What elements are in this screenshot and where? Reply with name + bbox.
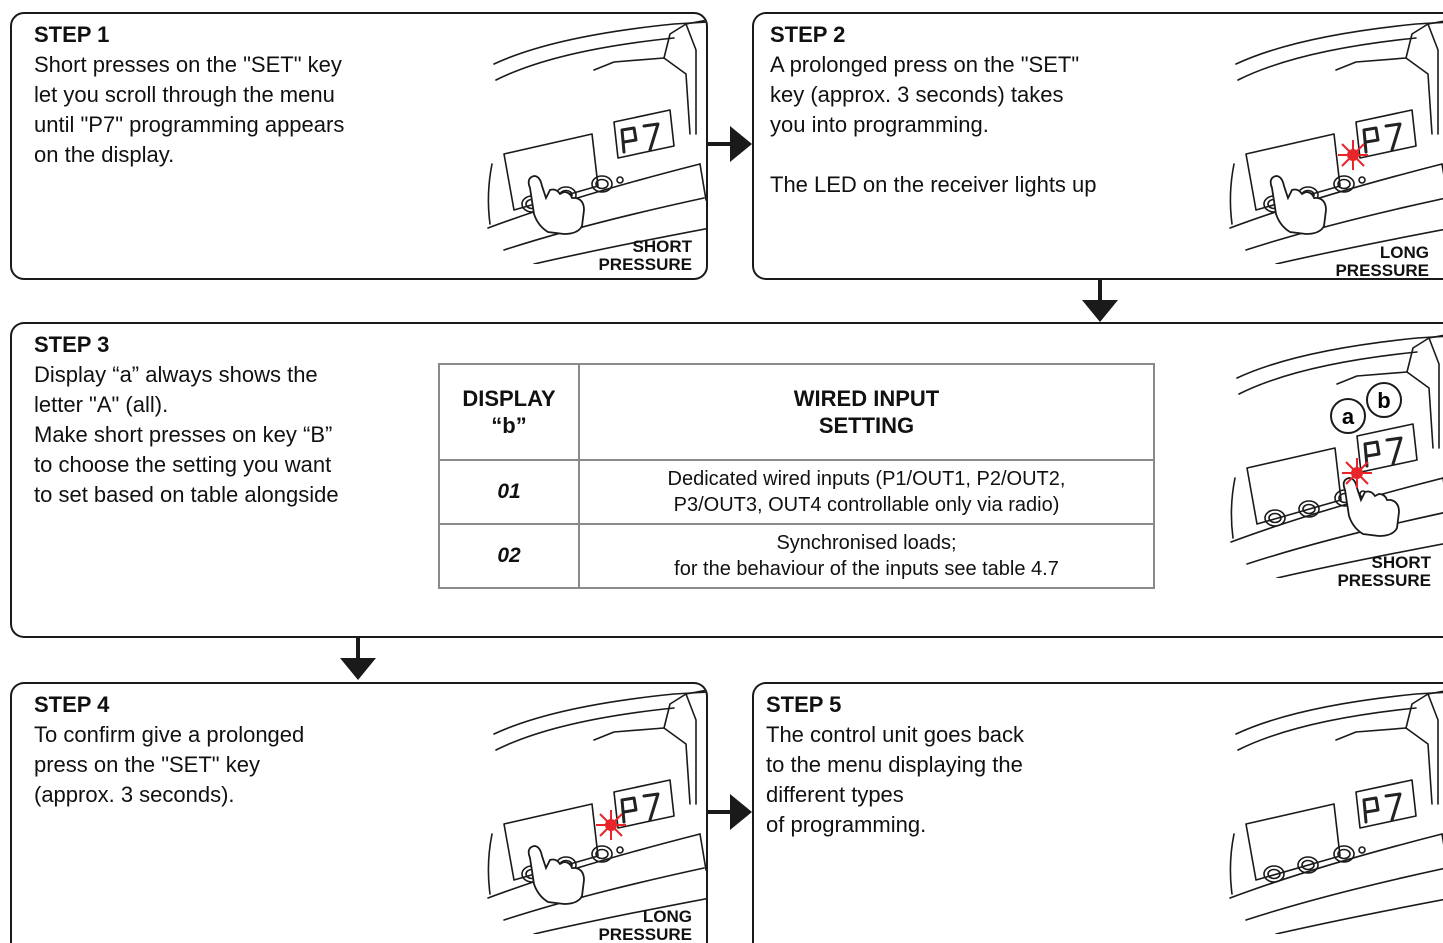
led-glow-icon xyxy=(596,810,626,840)
table-row: 02 Synchronised loads; for the behaviour… xyxy=(438,523,1155,589)
press-type-label: LONG PRESSURE xyxy=(598,907,692,943)
hand-pointer-icon xyxy=(1269,175,1327,235)
arrow-down-icon xyxy=(340,638,376,680)
arrow-right-icon xyxy=(708,126,752,162)
step-title: STEP 5 xyxy=(766,692,842,717)
table-row: 01 Dedicated wired inputs (P1/OUT1, P2/O… xyxy=(438,459,1155,525)
step-description: To confirm give a prolonged press on the… xyxy=(34,722,305,807)
hand-pointer-icon xyxy=(527,175,585,235)
table-cell-code: 01 xyxy=(438,459,580,525)
step-title: STEP 1 xyxy=(34,22,110,47)
step-title: STEP 2 xyxy=(770,22,846,47)
press-type-label: SHORT PRESSURE xyxy=(598,237,692,274)
press-type-label: LONG PRESSURE xyxy=(1335,243,1429,280)
step-title: STEP 4 xyxy=(34,692,110,717)
table-header-row: DISPLAY “b” WIRED INPUT SETTING xyxy=(438,363,1155,461)
step-2-panel: STEP 2 A prolonged press on the "SET" ke… xyxy=(752,12,1443,280)
table-header-display: DISPLAY “b” xyxy=(438,363,580,461)
step-description: A prolonged press on the "SET" key (appr… xyxy=(770,52,1097,197)
display-callouts: a b xyxy=(1330,382,1402,434)
step-1-panel: STEP 1 Short presses on the "SET" key le… xyxy=(10,12,708,280)
press-type-label: SHORT PRESSURE xyxy=(1337,553,1431,590)
step-description: Display “a” always shows the letter "A" … xyxy=(34,362,339,507)
hand-pointer-icon xyxy=(527,845,585,905)
step-4-panel: STEP 4 To confirm give a prolonged press… xyxy=(10,682,708,943)
step-description: The control unit goes back to the menu d… xyxy=(766,722,1025,837)
step-description: Short presses on the "SET" key let you s… xyxy=(34,52,345,167)
table-cell-code: 02 xyxy=(438,523,580,589)
led-glow-icon xyxy=(1342,458,1372,488)
step-title: STEP 3 xyxy=(34,332,110,357)
callout-b-label: b xyxy=(1377,388,1390,413)
arrow-down-icon xyxy=(1082,280,1118,322)
step-5-panel: STEP 5 The control unit goes back to the… xyxy=(752,682,1443,943)
table-header-setting: WIRED INPUT SETTING xyxy=(578,363,1155,461)
table-cell-description: Synchronised loads; for the behaviour of… xyxy=(578,523,1155,589)
led-glow-icon xyxy=(1338,140,1368,170)
receiver-device-illustration xyxy=(1229,332,1443,578)
callout-a-label: a xyxy=(1342,404,1355,429)
table-cell-description: Dedicated wired inputs (P1/OUT1, P2/OUT2… xyxy=(578,459,1155,525)
arrow-right-icon xyxy=(708,794,752,830)
receiver-device-illustration xyxy=(1228,688,1443,934)
wired-input-setting-table: DISPLAY “b” WIRED INPUT SETTING 01 Dedic… xyxy=(438,363,1155,589)
